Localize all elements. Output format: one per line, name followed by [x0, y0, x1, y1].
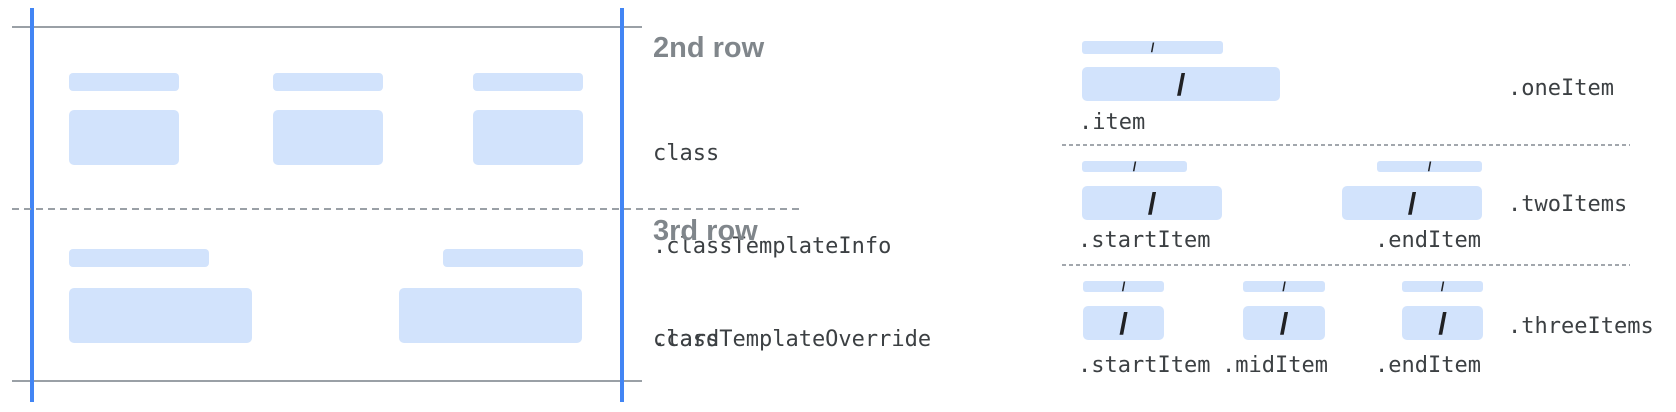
- item-label-bar: /: [1082, 41, 1223, 54]
- slash-glyph: /: [1121, 279, 1126, 294]
- item-field-label: .endItem: [1375, 353, 1481, 378]
- item-label-bar: /: [1402, 279, 1483, 294]
- row-heading-2nd: 2nd row: [653, 32, 765, 64]
- item-value-bar: /: [1402, 306, 1483, 340]
- layout-divider-dotted-line: [1062, 144, 1630, 146]
- slash-glyph: /: [1147, 185, 1157, 221]
- row-heading-3rd: 3rd row: [653, 215, 758, 247]
- class-path-line: class: [653, 327, 720, 352]
- item-value-bar: /: [1342, 186, 1482, 220]
- class-path-block-3rd: class .classTemplateInfo .cardTemplateOv…: [653, 262, 971, 412]
- field-value-placeholder: [69, 110, 179, 165]
- item-label-bar: /: [1377, 159, 1482, 174]
- item-field-label: .startItem: [1078, 353, 1211, 378]
- field-value-placeholder: [473, 110, 583, 165]
- slash-glyph: /: [1279, 305, 1289, 341]
- item-label-bar: /: [1083, 279, 1164, 294]
- slash-glyph: /: [1282, 279, 1286, 294]
- item-field-label: .item: [1079, 110, 1146, 135]
- field-value-placeholder: [399, 288, 582, 343]
- slash-glyph: /: [1132, 159, 1137, 174]
- field-label-placeholder: [443, 249, 583, 267]
- top-separator-line: [12, 26, 642, 28]
- layout-name-label: .oneItem: [1508, 76, 1614, 101]
- class-path-line: .cardTemplateOverride: [653, 327, 932, 352]
- slash-glyph: /: [1427, 159, 1432, 174]
- class-path-block-2nd: class .classTemplateInfo .cardTemplateOv…: [653, 76, 971, 412]
- layout-divider-dotted-line: [1062, 264, 1630, 266]
- field-label-placeholder: [473, 73, 583, 91]
- right-margin-line: [620, 8, 624, 402]
- field-label-placeholder: [69, 73, 179, 91]
- field-label-placeholder: [69, 249, 209, 267]
- left-margin-line: [30, 8, 34, 402]
- slash-glyph: /: [1119, 305, 1128, 341]
- item-field-label: .endItem: [1375, 228, 1481, 253]
- slash-glyph: /: [1176, 66, 1186, 102]
- class-path-line: class: [653, 141, 720, 166]
- item-field-label: .midItem: [1222, 353, 1328, 378]
- slash-glyph: /: [1440, 279, 1445, 294]
- slash-glyph: /: [1150, 40, 1155, 55]
- layout-name-label: .threeItems: [1508, 314, 1654, 339]
- item-value-bar: /: [1083, 306, 1164, 340]
- class-path-line: .classTemplateInfo: [653, 234, 892, 259]
- slash-glyph: /: [1438, 305, 1447, 341]
- field-value-placeholder: [273, 110, 383, 165]
- field-value-placeholder: [69, 288, 252, 343]
- slash-glyph: /: [1407, 185, 1417, 221]
- item-value-bar: /: [1082, 67, 1280, 101]
- item-label-bar: /: [1082, 159, 1187, 174]
- item-field-label: .startItem: [1078, 228, 1211, 253]
- item-value-bar: /: [1243, 306, 1325, 340]
- layout-name-label: .twoItems: [1508, 192, 1628, 217]
- field-label-placeholder: [273, 73, 383, 91]
- item-label-bar: /: [1243, 279, 1325, 294]
- bottom-separator-line: [12, 380, 642, 382]
- item-value-bar: /: [1082, 186, 1222, 220]
- row-divider-dashed-line: [12, 208, 800, 210]
